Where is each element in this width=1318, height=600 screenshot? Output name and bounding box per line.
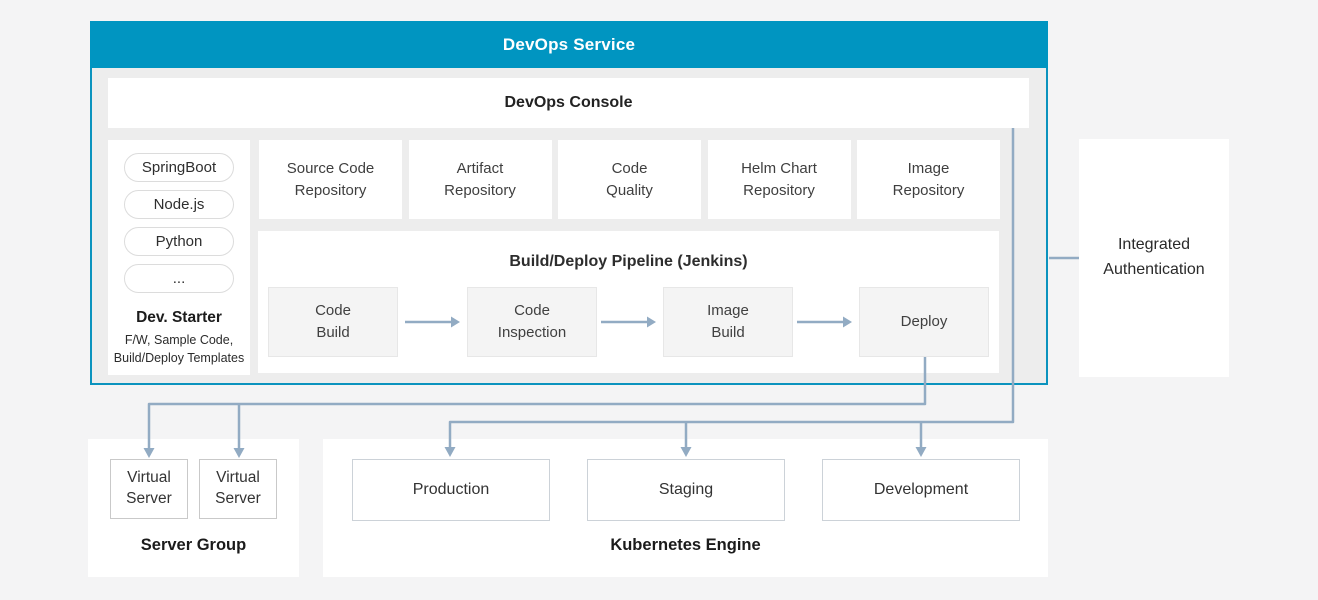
artifact-repository-box: Artifact Repository [408,140,552,219]
pipeline-step-deploy: Deploy [859,287,989,357]
dev-starter-panel: SpringBoot Node.js Python ... Dev. Start… [108,140,250,375]
dev-starter-subtitle: F/W, Sample Code, Build/Deploy Templates [113,333,245,365]
repository-row: Source Code Repository Artifact Reposito… [259,140,1000,219]
development-box: Development [822,459,1020,521]
kubernetes-engine-title: Kubernetes Engine [610,536,761,554]
devops-service-container: DevOps Service DevOps Console SpringBoot… [90,21,1048,385]
pipeline-panel: Build/Deploy Pipeline (Jenkins) Code Bui… [258,231,999,373]
pipeline-title: Build/Deploy Pipeline (Jenkins) [509,253,748,270]
integrated-authentication-box: Integrated Authentication [1079,139,1229,377]
framework-pill-springboot: SpringBoot [124,153,234,182]
pipeline-step-image-build: Image Build [663,287,793,357]
kubernetes-engine-panel: Production Staging Development Kubernete… [323,439,1048,577]
server-group-title: Server Group [140,536,247,554]
devops-console-label: DevOps Console [504,94,633,111]
framework-pill-more: ... [124,264,234,293]
virtual-server-box: Virtual Server [199,459,277,519]
framework-pill-nodejs: Node.js [124,190,234,219]
image-repository-box: Image Repository [857,140,1000,219]
helm-chart-repository-box: Helm Chart Repository [707,140,851,219]
production-box: Production [352,459,550,521]
devops-console-bar: DevOps Console [108,78,1029,128]
devops-service-title: DevOps Service [502,34,636,54]
code-quality-box: Code Quality [558,140,701,219]
pipeline-step-code-inspection: Code Inspection [467,287,597,357]
framework-pill-python: Python [124,227,234,256]
dev-starter-title: Dev. Starter [136,309,222,326]
devops-service-header: DevOps Service [90,21,1048,68]
staging-box: Staging [587,459,785,521]
pipeline-step-code-build: Code Build [268,287,398,357]
source-code-repository-box: Source Code Repository [259,140,402,219]
server-group-panel: Virtual Server Virtual Server Server Gro… [88,439,299,577]
virtual-server-box: Virtual Server [110,459,188,519]
